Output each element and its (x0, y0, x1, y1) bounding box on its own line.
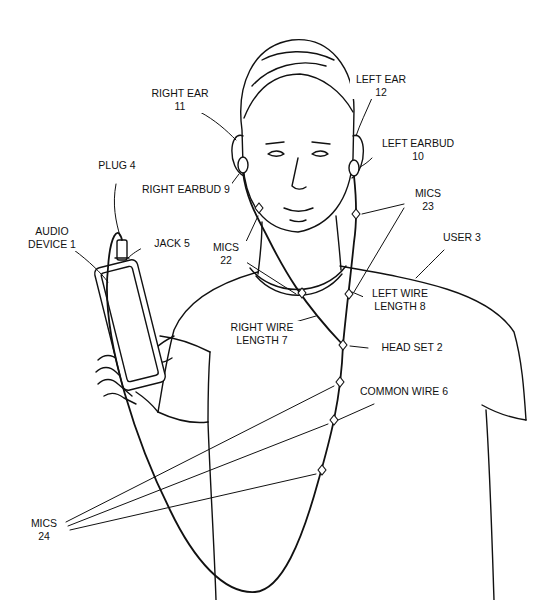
user-head (266, 142, 284, 144)
user-torso (336, 216, 341, 270)
callout-label: USER 3 (441, 231, 483, 244)
leader-line (200, 112, 236, 140)
headset-wire (107, 172, 356, 592)
leader-line (338, 404, 374, 420)
user-torso (158, 412, 208, 423)
audio-device (93, 259, 166, 392)
microphone (339, 340, 347, 350)
user-head (241, 40, 354, 232)
user-head (290, 220, 306, 222)
callout-label: JACK 5 (141, 237, 203, 250)
callout-label: COMMON WIRE 6 (358, 385, 450, 398)
headset-wire (107, 233, 343, 592)
user-head (312, 151, 328, 156)
callout-label: RIGHT EARBUD 9 (140, 183, 232, 196)
callout-label: LEFT EAR 12 (350, 73, 412, 99)
leader-line (246, 262, 296, 294)
leader-line (350, 346, 368, 348)
user-head (268, 151, 284, 156)
user-head (312, 142, 330, 144)
user-torso (482, 405, 526, 420)
callout-label: PLUG 4 (97, 159, 137, 172)
headset-wire (343, 176, 356, 345)
leader-line (66, 386, 334, 522)
leader-line (360, 158, 372, 167)
callout-label: LEFT EARBUD 10 (375, 137, 461, 163)
microphone (336, 377, 344, 387)
user-torso (258, 222, 262, 274)
plug (117, 240, 127, 260)
leader-line (354, 208, 404, 292)
user-torso (340, 266, 526, 420)
callout-label: RIGHT EAR 11 (146, 87, 214, 113)
user-head (241, 40, 354, 232)
user-hands (160, 336, 210, 352)
callout-label: MICS 23 (407, 187, 449, 213)
callout-label: RIGHT WIRE LENGTH 7 (222, 321, 302, 347)
user-torso (158, 216, 526, 600)
leader-line (362, 204, 404, 214)
plug (115, 240, 129, 260)
user-hands (104, 393, 136, 404)
earbud (349, 160, 359, 176)
user-hands (136, 392, 158, 412)
user-head (292, 158, 306, 189)
user-torso (486, 410, 494, 600)
leader-line (416, 250, 444, 278)
callout-label: MICS 24 (23, 517, 65, 543)
leader-line (70, 474, 316, 530)
leader-line (114, 184, 120, 236)
earbud (238, 157, 359, 176)
patent-illustration (66, 40, 526, 600)
microphone (345, 289, 353, 299)
plug (115, 257, 129, 258)
user-head (262, 52, 334, 60)
leader-line (356, 98, 372, 136)
leader-line (68, 424, 328, 526)
headset-wire (243, 172, 343, 345)
audio-device (93, 259, 166, 392)
callout-label: HEAD SET 2 (371, 341, 453, 354)
user-torso (250, 266, 346, 290)
microphone (330, 415, 338, 425)
earbud (238, 157, 248, 173)
callout-label: AUDIO DEVICE 1 (26, 225, 78, 251)
user-head (244, 74, 353, 118)
callout-label: MICS 22 (205, 241, 247, 267)
microphone (318, 465, 326, 475)
microphone (298, 288, 306, 298)
leader-line (74, 250, 108, 282)
user-torso (208, 352, 210, 422)
microphone (352, 209, 360, 219)
user-head (252, 63, 326, 86)
callout-label: LEFT WIRE LENGTH 8 (363, 287, 437, 313)
user-ear (232, 135, 364, 178)
user-head (284, 208, 313, 211)
microphone (255, 203, 263, 213)
